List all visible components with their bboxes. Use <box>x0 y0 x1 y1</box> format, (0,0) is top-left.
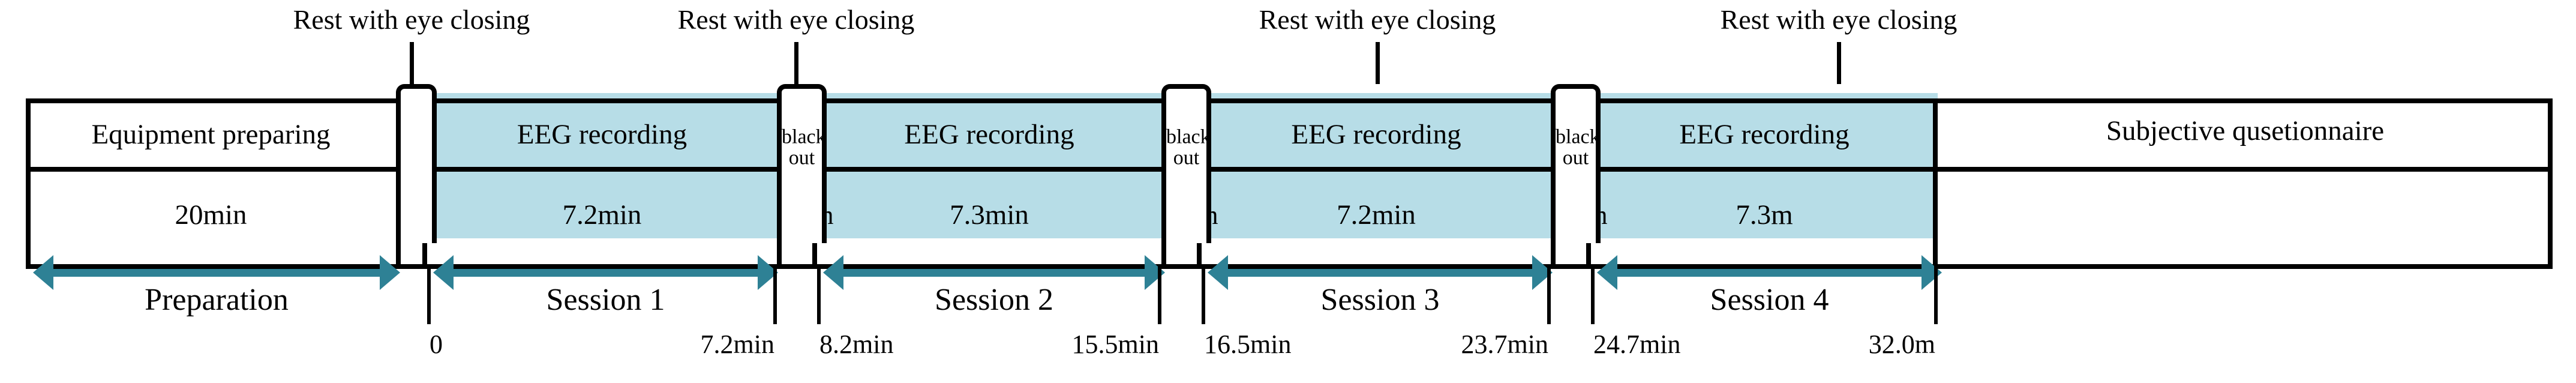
session-label-4: Session 3 <box>1320 283 1440 317</box>
arrow-head-left <box>1208 255 1228 290</box>
block-title-eeg-recording-4: EEG recording <box>1679 119 1850 151</box>
timetick-mark-1 <box>427 264 431 324</box>
arrow-head-left <box>33 255 53 290</box>
timetick-label-6: 23.7min <box>1461 330 1548 359</box>
frame-top-line <box>26 98 2553 103</box>
timetick-label-4: 15.5min <box>1071 330 1159 359</box>
timetick-mark-6 <box>1547 264 1551 324</box>
block-title-eeg-recording-1: EEG recording <box>517 119 687 151</box>
timetick-label-1: 0 <box>430 330 443 359</box>
callout-label-4: Rest with eye closing <box>1720 4 1957 35</box>
arrow-shaft <box>451 269 760 277</box>
callout-stem-2 <box>794 42 798 84</box>
arrow-head-left <box>823 255 843 290</box>
timetick-mark-3 <box>817 264 821 324</box>
arrow-head-right <box>1922 255 1942 290</box>
arrow-head-right <box>380 255 400 290</box>
timetick-mark-5 <box>1202 264 1205 324</box>
callout-label-2: Rest with eye closing <box>677 4 915 35</box>
frame-middle-line <box>26 167 2553 172</box>
session-arrow-3 <box>823 255 1165 290</box>
session-label-5: Session 4 <box>1710 283 1829 317</box>
block-duration-eeg-recording-3: 7.2min <box>1337 199 1416 231</box>
timetick-label-7: 24.7min <box>1593 330 1681 359</box>
callout-stem-3 <box>1376 42 1380 84</box>
session-arrow-5 <box>1597 255 1942 290</box>
arrow-shaft <box>1226 269 1535 277</box>
block-title-eeg-recording-2: EEG recording <box>904 119 1074 151</box>
arrow-head-right <box>1145 255 1165 290</box>
callout-stem-4 <box>1837 42 1841 84</box>
band-eeg-recording-1 <box>427 93 777 238</box>
timetick-mark-8 <box>1934 264 1938 324</box>
block-duration-equipment-preparing: 20min <box>175 199 247 231</box>
block-duration-eeg-recording-1: 7.2min <box>562 199 642 231</box>
timetick-label-8: 32.0m <box>1868 330 1935 359</box>
block-title-equipment-preparing: Equipment preparing <box>91 119 331 151</box>
frame-left-edge <box>26 98 31 269</box>
block-title-eeg-recording-3: EEG recording <box>1291 119 1461 151</box>
block-title-subjective-questionnaire: Subjective qusetionnaire <box>2106 115 2385 146</box>
timetick-mark-2 <box>773 264 777 324</box>
band-eeg-recording-2 <box>817 93 1161 238</box>
callout-label-1: Rest with eye closing <box>293 4 530 35</box>
session-label-2: Session 1 <box>546 283 665 317</box>
arrow-head-left <box>433 255 454 290</box>
band-eeg-recording-4 <box>1591 93 1938 238</box>
band-eeg-recording-3 <box>1202 93 1551 238</box>
arrow-shaft <box>841 269 1147 277</box>
callout-label-3: Rest with eye closing <box>1259 4 1496 35</box>
frame-right-edge <box>2548 98 2553 269</box>
block-duration-eeg-recording-2: 7.3min <box>950 199 1029 231</box>
session-arrow-1 <box>33 255 400 290</box>
frame-bottom-line <box>26 264 2553 269</box>
arrow-shaft <box>51 269 382 277</box>
arrow-head-left <box>1597 255 1617 290</box>
timetick-mark-7 <box>1591 264 1595 324</box>
rest-box-rest-1 <box>396 84 437 243</box>
frame-separator-questionnaire <box>1933 98 1938 269</box>
callout-stem-1 <box>410 42 414 84</box>
timetick-label-5: 16.5min <box>1204 330 1292 359</box>
timetick-mark-4 <box>1158 264 1161 324</box>
arrow-shaft <box>1615 269 1924 277</box>
timetick-label-2: 7.2min <box>700 330 774 359</box>
session-label-3: Session 2 <box>935 283 1053 317</box>
session-label-1: Preparation <box>145 283 289 317</box>
block-duration-eeg-recording-4: 7.3m <box>1736 199 1793 231</box>
timetick-label-3: 8.2min <box>819 330 894 359</box>
